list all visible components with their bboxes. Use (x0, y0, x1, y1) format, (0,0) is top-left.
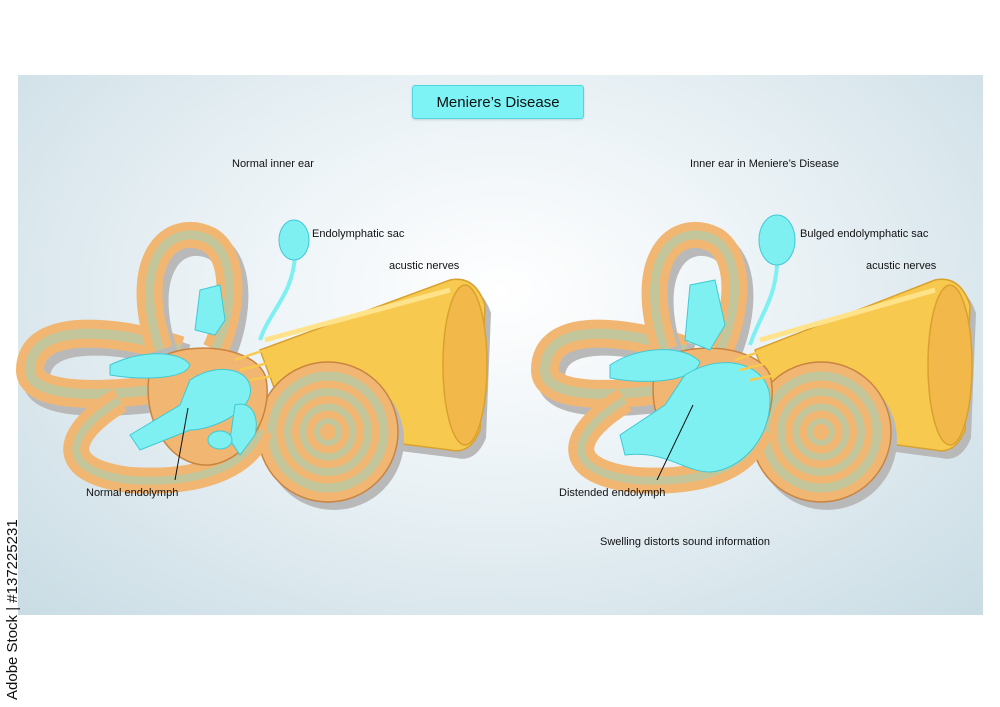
right-heading: Inner ear in Meniere’s Disease (690, 158, 839, 170)
left-heading: Normal inner ear (232, 158, 314, 170)
normal-inner-ear-illustration (15, 219, 491, 510)
meniere-inner-ear-illustration (530, 214, 976, 510)
left-sac-label: Endolymphatic sac (312, 228, 405, 240)
swelling-note: Swelling distorts sound information (600, 536, 770, 548)
cochlea (257, 361, 404, 510)
left-endolymph-label: Normal endolymph (86, 487, 179, 499)
endolymph-pointer (656, 404, 694, 481)
right-sac-label: Bulged endolymphatic sac (800, 228, 929, 240)
nerve-fibres (734, 348, 778, 382)
title-box: Meniere’s Disease (412, 85, 584, 119)
endolymphatic-sac (258, 219, 310, 341)
page-title: Meniere’s Disease (436, 93, 560, 111)
left-nerve-label: acustic nerves (389, 260, 460, 272)
endolymph-pointer (174, 407, 189, 481)
cochlea (750, 361, 897, 510)
stock-watermark: Adobe Stock | #137225231 (4, 519, 21, 700)
nerve-fibres (234, 348, 279, 382)
normal-endolymph (109, 284, 257, 456)
right-endolymph-label: Distended endolymph (559, 487, 666, 499)
bulged-endolymphatic-sac (748, 214, 796, 346)
distended-endolymph (609, 279, 771, 473)
right-nerve-label: acustic nerves (866, 260, 937, 272)
